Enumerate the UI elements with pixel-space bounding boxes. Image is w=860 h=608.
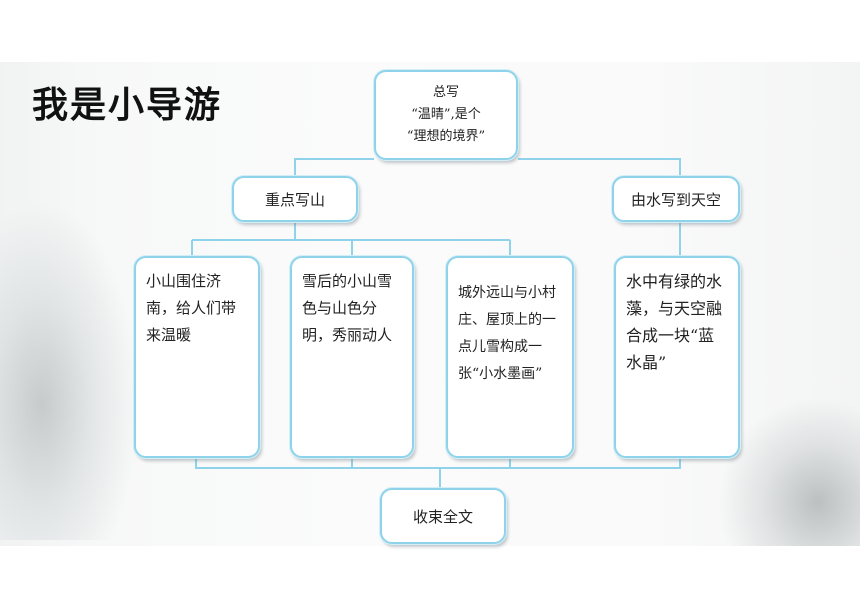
leaf-box-4: 水中有绿的水藻，与天空融合成一块“蓝水晶” <box>614 256 740 458</box>
page-title: 我是小导游 <box>32 85 223 126</box>
conclusion-label: 收束全文 <box>412 507 473 526</box>
leaf-text-2: 雪后的小山雪色与山色分明，秀丽动人 <box>302 272 393 344</box>
branch-mountain-label: 重点写山 <box>264 190 325 209</box>
branch-water-label: 由水写到天空 <box>630 190 721 209</box>
leaf-box-3: 城外远山与小村庄、屋顶上的一点儿雪构成一张“小水墨画” <box>446 256 574 458</box>
branch-mountain-box: 重点写山 <box>232 176 358 222</box>
connector-top-right <box>518 158 681 176</box>
mountain-mist-right <box>720 400 860 546</box>
leaf-box-2: 雪后的小山雪色与山色分明，秀丽动人 <box>290 256 414 458</box>
mountain-mist-left <box>0 200 140 540</box>
summary-line-1: 总写 <box>432 85 459 100</box>
leaf-box-1: 小山围住济南，给人们带来温暖 <box>134 256 260 458</box>
conclusion-box: 收束全文 <box>380 488 506 544</box>
leaf-text-1: 小山围住济南，给人们带来温暖 <box>146 272 237 344</box>
connector-top-left <box>294 158 374 176</box>
leaf-text-4: 水中有绿的水藻，与天空融合成一块“蓝水晶” <box>626 272 723 372</box>
summary-line-2: “温晴”,是个 <box>411 107 481 122</box>
leaf-text-3: 城外远山与小村庄、屋顶上的一点儿雪构成一张“小水墨画” <box>458 285 556 382</box>
summary-box: 总写 “温晴”,是个 “理想的境界” <box>374 70 518 160</box>
summary-line-3: “理想的境界” <box>406 129 486 144</box>
branch-water-box: 由水写到天空 <box>612 176 740 222</box>
connector-bottom-bar <box>195 458 681 469</box>
